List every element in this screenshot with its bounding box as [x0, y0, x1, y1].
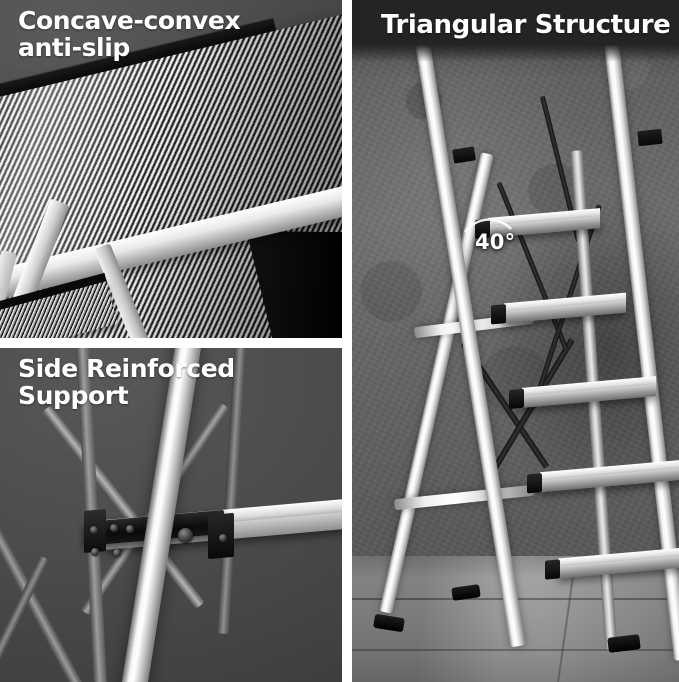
panel-anti-slip: Concave-convex anti-slip [0, 0, 342, 338]
panel-triangular-structure: 40° Triangular Structure [352, 0, 679, 682]
rivet-icon [90, 526, 98, 534]
panel-triangular-title: Triangular Structure [381, 10, 671, 40]
rivet-icon [113, 549, 121, 557]
apex-angle-arc-icon [464, 218, 512, 233]
step-endcap-icon [545, 559, 560, 580]
panel-anti-slip-title: Concave-convex anti-slip [18, 6, 241, 62]
apex-grip-right-icon [637, 128, 663, 147]
panel-triangular-header-bar [352, 0, 679, 62]
rivet-icon-large [178, 528, 193, 543]
rivet-icon [110, 524, 118, 532]
step-endcap-icon [491, 304, 506, 325]
panel-side-support-title: Side Reinforced Support [18, 354, 235, 410]
step-endcap-icon [509, 388, 524, 409]
rivet-icon [219, 534, 227, 542]
step-endcap-icon [527, 473, 542, 494]
panel-side-support: Side Reinforced Support [0, 348, 342, 682]
apex-angle-label: 40° [475, 230, 516, 254]
rivet-icon [91, 548, 99, 556]
rivet-icon [126, 525, 134, 533]
floor-seam [352, 649, 679, 651]
